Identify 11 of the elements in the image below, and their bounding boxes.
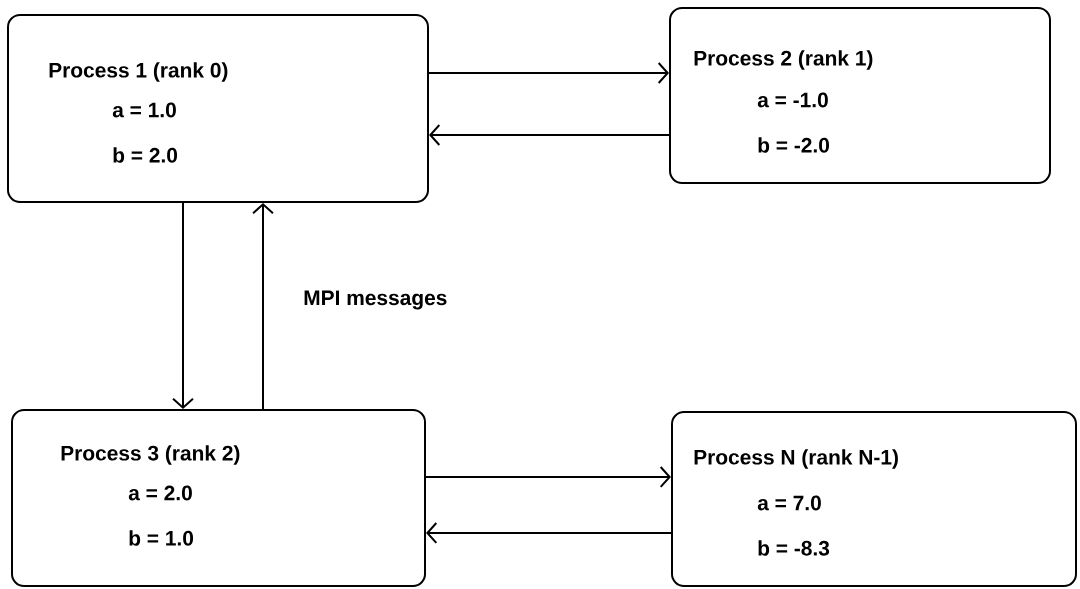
arrow: [428, 62, 669, 84]
process-box: Process 2 (rank 1) a = -1.0 b = -2.0: [669, 7, 1051, 184]
process-box: Process N (rank N-1) a = 7.0 b = -8.3: [671, 411, 1077, 587]
arrow: [252, 203, 274, 410]
process-box: Process 1 (rank 0) a = 1.0 b = 2.0: [7, 14, 429, 203]
process-box: Process 3 (rank 2) a = 2.0 b = 1.0: [11, 409, 426, 587]
arrow: [429, 124, 670, 146]
arrow: [425, 466, 671, 488]
arrow: [426, 522, 672, 544]
annotation-text: MPI messages: [304, 290, 447, 310]
arrow: [172, 202, 194, 409]
